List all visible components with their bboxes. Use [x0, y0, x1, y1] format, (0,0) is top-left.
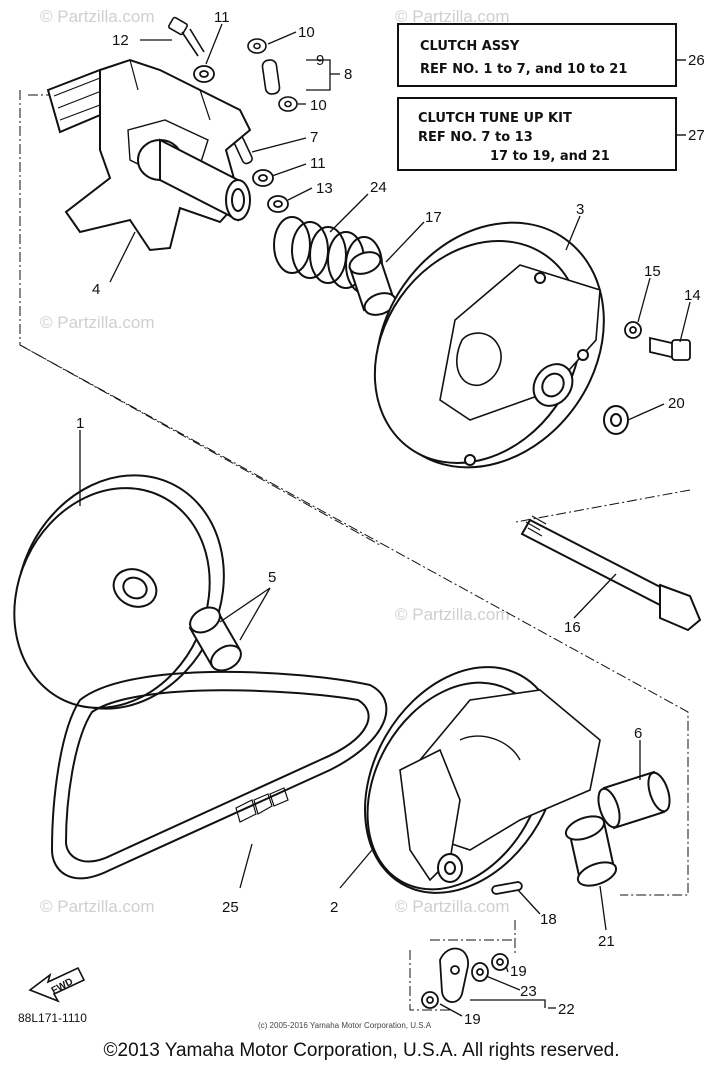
callout-16: 16 [564, 619, 581, 636]
callout-4: 4 [92, 281, 100, 298]
assembly-outline [19, 90, 691, 1011]
callout-19: 19 [510, 963, 527, 980]
footer-copyright: ©2013 Yamaha Motor Corporation, U.S.A. A… [103, 1040, 620, 1061]
watermark: © Partzilla.com [40, 7, 155, 26]
callout-11: 11 [310, 155, 326, 172]
long-bolt-part-16 [520, 515, 702, 632]
pin-and-washers-part-9-10 [247, 38, 298, 112]
ref-box-title: CLUTCH TUNE UP KIT [418, 111, 572, 126]
ref-box-clutch-assy: CLUTCH ASSY REF NO. 1 to 7, and 10 to 21… [397, 23, 705, 87]
callout-22: 22 [558, 1001, 575, 1018]
moveable-sheave-part-2 [364, 666, 601, 894]
callout-5: 5 [268, 569, 276, 586]
callout-10: 10 [310, 97, 327, 114]
ring-part-21 [564, 815, 618, 887]
watermark: © Partzilla.com [395, 7, 510, 26]
clutch-cover-part-3 [373, 221, 605, 469]
ref-box-line: REF NO. 1 to 7, and 10 to 21 [420, 62, 627, 77]
watermark: © Partzilla.com [395, 605, 510, 624]
forward-arrow-icon: FWD [28, 966, 86, 1003]
callout-10: 10 [298, 24, 315, 41]
callout-26: 26 [688, 52, 705, 69]
callout-1: 1 [76, 415, 84, 432]
slider-part-6 [597, 770, 671, 830]
bolt-washer-part-14-15 [624, 321, 691, 361]
watermark: © Partzilla.com [40, 313, 155, 332]
callout-21: 21 [598, 933, 615, 950]
callout-11: 11 [214, 9, 230, 26]
pin-part-18 [491, 881, 523, 895]
washer-part-11 [193, 65, 274, 187]
bolt-part-12 [168, 16, 205, 57]
v-belt-part-25 [50, 670, 388, 880]
callout-6: 6 [634, 725, 642, 742]
callout-20: 20 [668, 395, 685, 412]
callout-17: 17 [425, 209, 442, 226]
ref-box-line: 17 to 19, and 21 [490, 149, 610, 164]
callout-3: 3 [576, 201, 584, 218]
callout-18: 18 [540, 911, 557, 928]
callout-8: 8 [344, 66, 352, 83]
callout-23: 23 [520, 983, 537, 1000]
callout-13: 13 [316, 180, 333, 197]
leader-lines [79, 23, 691, 1017]
sheave-part-1 [13, 474, 225, 710]
weight-assembly-part-22 [421, 947, 509, 1009]
callout-2: 2 [330, 899, 338, 916]
callout-12: 12 [112, 32, 129, 49]
callout-19: 19 [464, 1011, 481, 1028]
callout-25: 25 [222, 899, 239, 916]
bushing-part-17 [348, 251, 397, 316]
small-copyright: (c) 2005-2016 Yamaha Motor Corporation, … [258, 1021, 432, 1030]
callout-7: 7 [310, 129, 318, 146]
callout-24: 24 [370, 179, 387, 196]
callout-27: 27 [688, 127, 705, 144]
ref-box-tune-up-kit: CLUTCH TUNE UP KIT REF NO. 7 to 13 17 to… [397, 97, 705, 171]
watermark: © Partzilla.com [395, 897, 510, 916]
callouts: 12 11 10 9 8 10 7 11 13 24 17 3 4 15 14 … [76, 9, 701, 1028]
callout-15: 15 [644, 263, 661, 280]
callout-14: 14 [684, 287, 701, 304]
bushing-part-5 [188, 606, 242, 672]
bushing-part-13 [267, 195, 289, 213]
callout-9: 9 [316, 52, 324, 69]
watermark: © Partzilla.com [40, 897, 155, 916]
washer-part-20 [603, 405, 629, 435]
diagram-code: 88L171-1110 [18, 1011, 87, 1025]
ref-box-title: CLUTCH ASSY [420, 39, 520, 54]
spider-shaft-part-4 [46, 58, 252, 252]
ref-box-line: REF NO. 7 to 13 [418, 130, 533, 145]
